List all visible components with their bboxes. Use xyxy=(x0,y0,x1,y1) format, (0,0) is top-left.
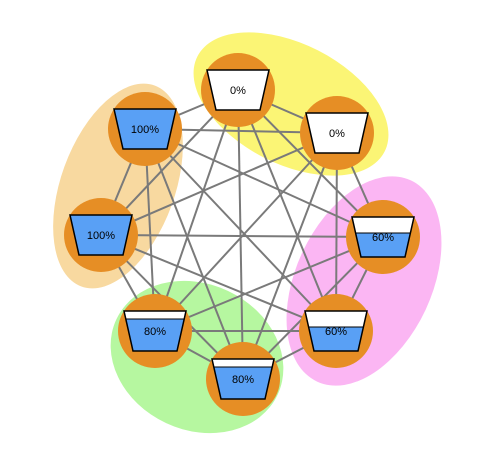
cup-icon xyxy=(207,70,269,110)
cup-outline xyxy=(113,108,177,150)
node-n3: 60% xyxy=(299,294,373,368)
edge-n3-n6 xyxy=(100,234,337,332)
node-label: 100% xyxy=(87,230,115,242)
node-label: 80% xyxy=(232,374,254,386)
cup-outline xyxy=(305,112,369,154)
node-label: 100% xyxy=(131,124,159,136)
cup-outline xyxy=(69,214,133,256)
water-level xyxy=(70,215,132,255)
node-n4: 80% xyxy=(206,342,280,416)
cup-icon xyxy=(306,113,368,153)
edge-n2-n5 xyxy=(154,236,384,332)
node-n1: 0% xyxy=(300,96,374,170)
node-label: 60% xyxy=(325,326,347,338)
node-n5: 80% xyxy=(118,294,192,368)
water-level xyxy=(305,327,367,351)
node-label: 0% xyxy=(230,85,246,97)
node-n0: 0% xyxy=(201,53,275,127)
group-blob-blue-pair xyxy=(53,83,183,289)
edge-n1-n6 xyxy=(100,132,338,236)
node-label: 80% xyxy=(144,326,166,338)
water-level xyxy=(114,109,176,149)
node-label: 60% xyxy=(372,232,394,244)
cup-outline xyxy=(351,216,415,258)
edge-n4-n7 xyxy=(144,128,244,380)
cup-outline xyxy=(304,310,368,352)
edge-n1-n5 xyxy=(154,132,338,332)
node-label: 0% xyxy=(329,128,345,140)
nodes: 0% 0% 60% 60% 80% 80% 100% 100% xyxy=(64,53,420,416)
water-level xyxy=(124,319,186,351)
cup-outline xyxy=(123,310,187,352)
edge-n2-n7 xyxy=(144,128,384,238)
node-n2: 60% xyxy=(346,200,420,274)
water-level xyxy=(212,367,274,399)
node-n7: 100% xyxy=(108,92,182,166)
edge-n2-n6 xyxy=(100,234,384,238)
water-level xyxy=(352,233,414,257)
cup-outline xyxy=(211,358,275,400)
cup-outline xyxy=(206,69,270,111)
edge-n1-n4 xyxy=(242,132,338,380)
node-n6: 100% xyxy=(64,198,138,272)
edge-n0-n3 xyxy=(237,89,337,332)
edge-n3-n7 xyxy=(144,128,337,332)
